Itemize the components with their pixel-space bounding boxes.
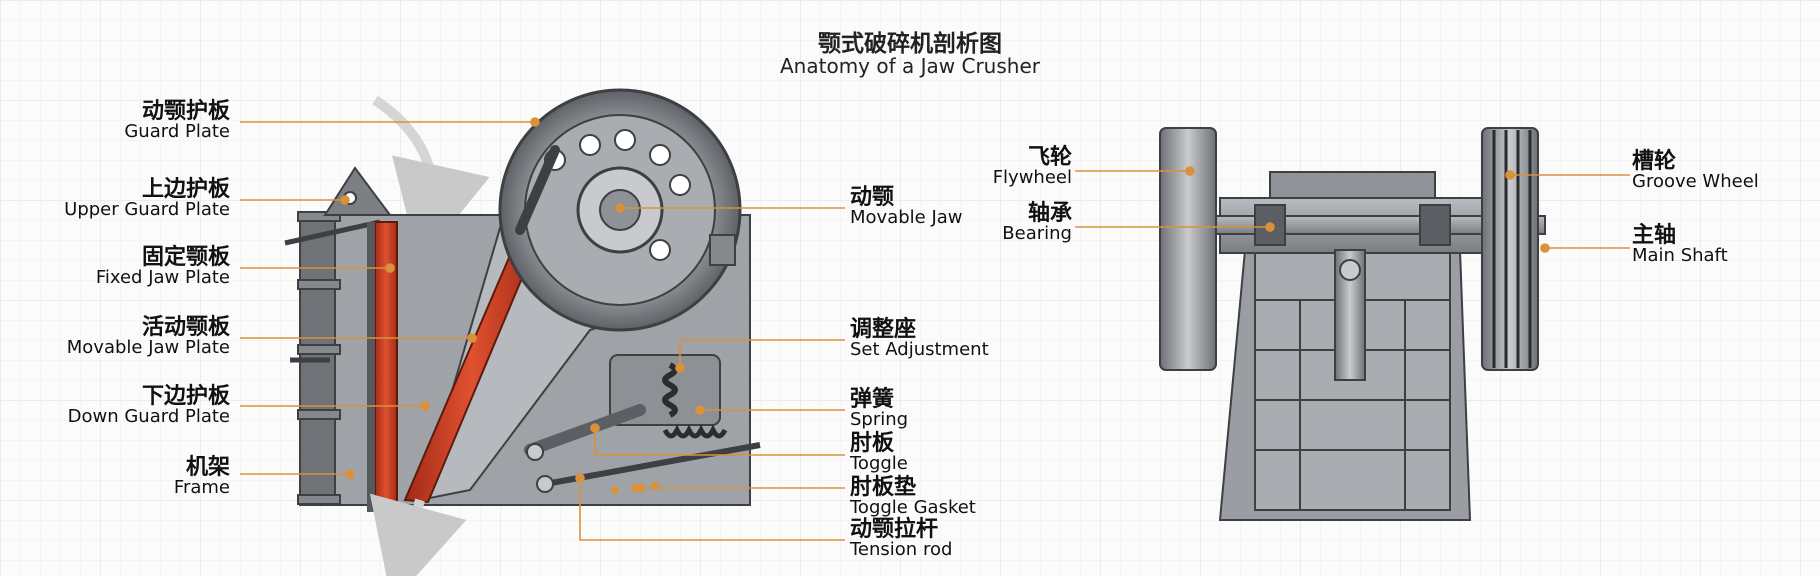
top-link (515, 145, 560, 235)
tension-rod-pivot (536, 475, 554, 493)
flywheel (1159, 127, 1217, 371)
diagram-subtitle: Anatomy of a Jaw Crusher (780, 54, 1040, 78)
bearing-right (1419, 204, 1451, 246)
discharge-arrow (369, 493, 467, 576)
groove-wheel-grooves (1492, 130, 1532, 368)
groove-wheel (1481, 127, 1539, 371)
fixed-jaw-plate (374, 221, 398, 503)
feed-arrow (372, 95, 490, 264)
toggle-plate (524, 404, 646, 456)
frame-ribs (297, 211, 341, 505)
leader-lines (240, 117, 1630, 541)
frame-inspection-port (709, 234, 736, 266)
tension-spring (662, 424, 728, 439)
adjustment-spring (662, 362, 678, 418)
side-view (1159, 127, 1546, 521)
cross-section-view (284, 88, 761, 576)
diagram-title: 颚式破碎机剖析图 (818, 31, 1002, 57)
toggle-pivot (526, 443, 544, 461)
fixed-jaw-backing (367, 222, 375, 512)
left-tie-rod (284, 219, 381, 246)
center-rod-pin (1339, 259, 1361, 281)
upper-guard-plate-mount (323, 166, 392, 216)
